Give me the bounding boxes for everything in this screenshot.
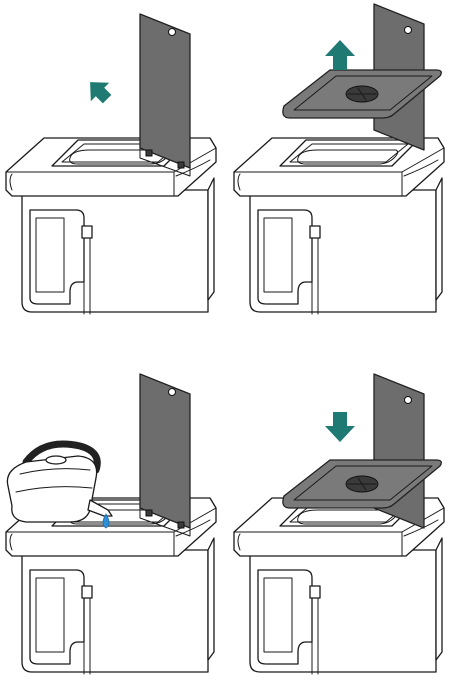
step-2-panel [234, 4, 444, 314]
bain-marie-unit [234, 498, 444, 674]
up-arrow [325, 40, 355, 70]
bain-marie-unit [234, 138, 444, 314]
step-3-panel [6, 374, 216, 674]
hinged-back-panel [140, 14, 190, 176]
down-arrow [325, 412, 355, 442]
step-4-panel [234, 374, 444, 674]
diagonal-up-right-arrow [81, 73, 116, 108]
hinged-back-panel [140, 374, 190, 536]
kettle-icon [7, 444, 112, 522]
step-1-panel [6, 14, 216, 314]
